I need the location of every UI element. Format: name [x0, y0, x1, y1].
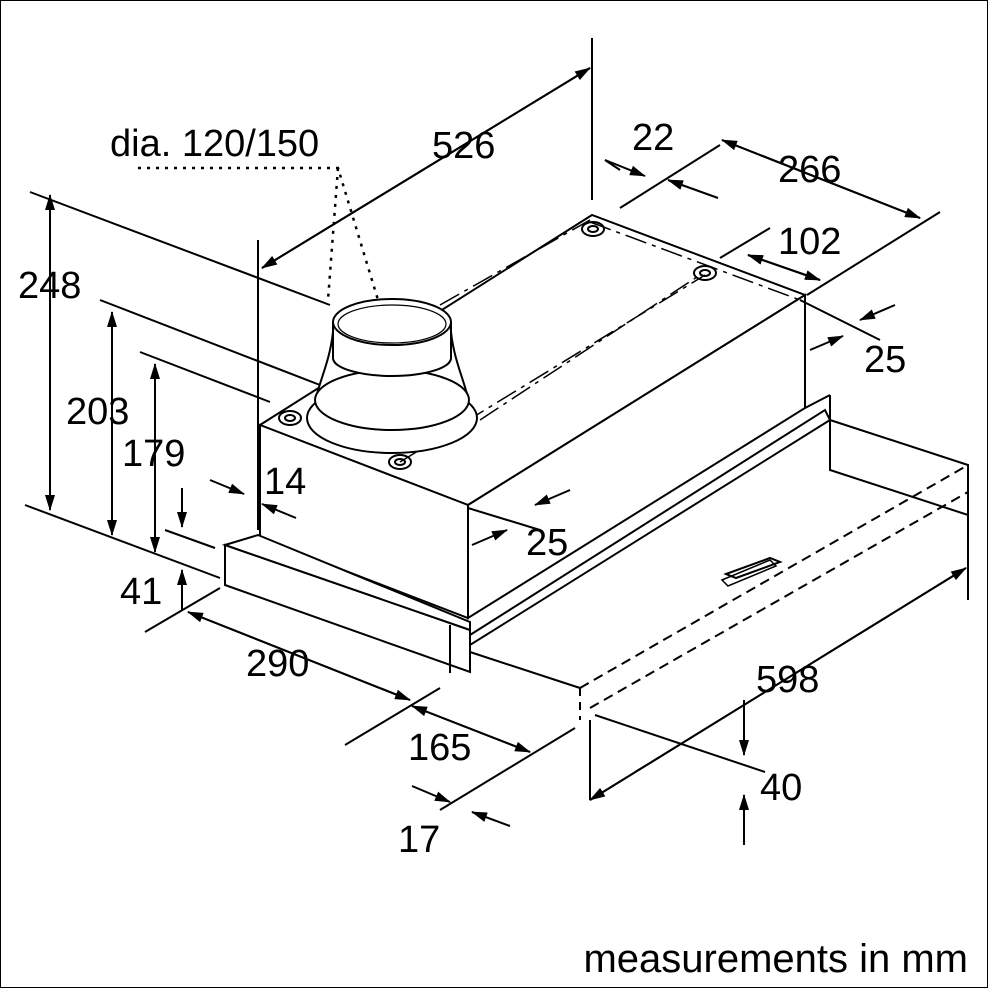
- diameter-callout-label: dia. 120/150: [110, 123, 319, 165]
- dim-25-lower-label: 25: [526, 522, 568, 564]
- dim-165-label: 165: [408, 727, 471, 769]
- dim-40-label: 40: [760, 767, 802, 809]
- dim-102-label: 102: [778, 221, 841, 263]
- dim-248-label: 248: [18, 265, 81, 307]
- duct-collar: [306, 298, 478, 454]
- dim-266-label: 266: [778, 149, 841, 191]
- dim-203-label: 203: [66, 391, 129, 433]
- mounting-hole-icon: [693, 265, 717, 281]
- dim-25-upper-label: 25: [864, 339, 906, 381]
- dim-179-label: 179: [122, 433, 185, 475]
- mounting-hole-icon: [581, 221, 605, 237]
- units-caption: measurements in mm: [583, 937, 968, 981]
- dimension-lines: [24, 38, 969, 845]
- dim-41-label: 41: [120, 571, 162, 613]
- dimension-labels: dia. 120/150 526 22 266 102 25 248 203 1…: [18, 117, 968, 981]
- dim-17-label: 17: [398, 819, 440, 861]
- dim-22-label: 22: [632, 117, 674, 159]
- dim-14-label: 14: [264, 461, 306, 503]
- dim-290-label: 290: [246, 643, 309, 685]
- mounting-hole-icon: [388, 454, 412, 470]
- mounting-hole-icon: [278, 410, 302, 426]
- dim-526-label: 526: [432, 125, 495, 167]
- front-panel: [221, 394, 969, 720]
- dim-598-label: 598: [756, 659, 819, 701]
